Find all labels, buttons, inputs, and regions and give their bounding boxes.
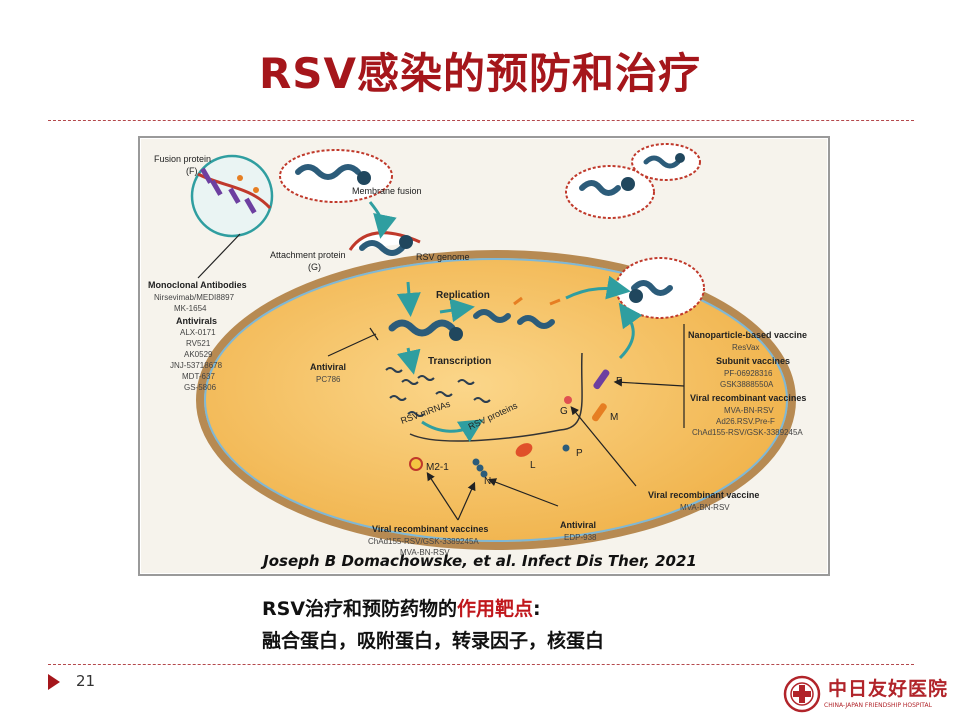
vrv-g-item: MVA-BN-RSV bbox=[680, 503, 730, 512]
label-replication: Replication bbox=[436, 290, 490, 301]
mrna-squiggles bbox=[385, 367, 491, 417]
replication-coil-2 bbox=[517, 315, 555, 329]
summary-highlight: 作用靶点 bbox=[457, 598, 534, 620]
nano-heading: Nanoparticle-based vaccine bbox=[688, 330, 807, 340]
virion-top bbox=[279, 149, 393, 203]
virion-right bbox=[565, 165, 655, 219]
summary-suffix: : bbox=[533, 598, 541, 620]
left-drug-panel: Monoclonal Antibodies Nirsevimab/MEDI889… bbox=[148, 280, 247, 392]
exit-virion bbox=[615, 257, 705, 319]
host-cell-membrane bbox=[204, 258, 788, 542]
antiviral-item: MDT-637 bbox=[182, 372, 215, 381]
label-protein-m: M bbox=[610, 412, 618, 423]
protein-n-shape-3 bbox=[480, 470, 488, 478]
footer-divider bbox=[48, 664, 914, 665]
viral-item: MVA-BN-RSV bbox=[724, 406, 774, 415]
genome-coil bbox=[388, 319, 456, 337]
nano-item: ResVax bbox=[732, 343, 759, 352]
antiviral-item: ALX-0171 bbox=[180, 328, 216, 337]
protein-g-shape bbox=[564, 396, 572, 404]
antiviral-pc-heading: Antiviral bbox=[310, 362, 346, 372]
label-protein-g: G bbox=[560, 406, 568, 417]
page-arrow-icon bbox=[48, 674, 60, 690]
citation: Joseph B Domachowske, et al. Infect Dis … bbox=[263, 552, 697, 570]
label-attachment-protein-abbr: (G) bbox=[308, 262, 321, 272]
logo-subtitle: CHINA-JAPAN FRIENDSHIP HOSPITAL bbox=[824, 702, 932, 709]
right-vaccine-panel: Nanoparticle-based vaccine ResVax Subuni… bbox=[688, 330, 807, 437]
protein-m-shape bbox=[591, 403, 607, 422]
viral-item: Ad26.RSV.Pre-F bbox=[716, 417, 775, 426]
logo-text: 中日友好医院 bbox=[828, 678, 949, 700]
entry-virion bbox=[348, 231, 421, 256]
mab-item: Nirsevimab/MEDI8897 bbox=[154, 293, 235, 302]
vrv-bottom-heading: Viral recombinant vaccines bbox=[372, 524, 488, 534]
vrv-bottom-item: ChAd155-RSV/GSK-3389245A bbox=[368, 537, 479, 546]
replication-coil-1 bbox=[473, 309, 511, 323]
viral-heading: Viral recombinant vaccines bbox=[690, 393, 806, 403]
label-attachment-protein: Attachment protein bbox=[270, 250, 346, 260]
antivirals-heading: Antivirals bbox=[176, 316, 217, 326]
antiviral-n-item: EDP-938 bbox=[564, 533, 597, 542]
vrv-bottom-item: MVA-BN-RSV bbox=[400, 548, 450, 557]
label-protein-f: F bbox=[616, 376, 622, 387]
title-divider bbox=[48, 120, 914, 121]
summary-prefix: RSV治疗和预防药物的 bbox=[262, 598, 458, 620]
protein-n-shape-1 bbox=[472, 458, 480, 466]
antiviral-item: JNJ-53718678 bbox=[170, 361, 223, 370]
antiviral-n-heading: Antiviral bbox=[560, 520, 596, 530]
genome-node bbox=[449, 327, 463, 341]
antiviral-pc-item: PC786 bbox=[316, 375, 341, 384]
label-protein-l: L bbox=[530, 460, 536, 471]
label-rsv-genome: RSV genome bbox=[416, 252, 470, 262]
fusion-zoom-circle bbox=[190, 154, 274, 238]
replication-tick-1 bbox=[513, 296, 523, 306]
virion-far-right bbox=[631, 143, 701, 181]
slide-title: RSV感染的预防和治疗 bbox=[258, 49, 702, 98]
label-protein-p: P bbox=[576, 448, 583, 459]
antiviral-item: GS-5806 bbox=[184, 383, 217, 392]
replication-tick-2 bbox=[549, 298, 561, 306]
summary-line-1: RSV治疗和预防药物的作用靶点: bbox=[262, 594, 541, 621]
subunit-item: GSK3888550A bbox=[720, 380, 774, 389]
pointer-lines bbox=[197, 233, 685, 521]
protein-n-shape-2 bbox=[476, 464, 484, 472]
hospital-emblem-icon bbox=[783, 675, 821, 713]
antiviral-item: RV521 bbox=[186, 339, 211, 348]
label-transcription: Transcription bbox=[428, 356, 491, 367]
rsv-diagram: Fusion protein (F) Membrane fusion Attac… bbox=[138, 136, 830, 576]
protein-f-shape bbox=[593, 369, 610, 390]
subunit-item: PF-06928316 bbox=[724, 369, 773, 378]
label-fusion-protein-abbr: (F) bbox=[186, 166, 198, 176]
protein-p-shape bbox=[562, 444, 570, 452]
mab-heading: Monoclonal Antibodies bbox=[148, 280, 247, 290]
rsv-diagram-svg: Fusion protein (F) Membrane fusion Attac… bbox=[141, 139, 827, 573]
protein-m21-shape bbox=[409, 457, 423, 471]
page-number: 21 bbox=[76, 672, 96, 690]
viral-item: ChAd155-RSV/GSK-3389245A bbox=[692, 428, 803, 437]
vrv-g-heading: Viral recombinant vaccine bbox=[648, 490, 759, 500]
protein-l-shape bbox=[515, 443, 533, 457]
hospital-logo: 中日友好医院 CHINA-JAPAN FRIENDSHIP HOSPITAL bbox=[782, 672, 947, 718]
label-protein-n: N bbox=[484, 476, 491, 487]
antiviral-item: AK0529 bbox=[184, 350, 213, 359]
subunit-heading: Subunit vaccines bbox=[716, 356, 790, 366]
host-cell bbox=[196, 250, 796, 550]
mab-item: MK-1654 bbox=[174, 304, 207, 313]
vesicle-line bbox=[409, 352, 583, 442]
label-protein-m21: M2-1 bbox=[426, 462, 449, 473]
label-fusion-protein: Fusion protein bbox=[154, 154, 211, 164]
flow-arrows bbox=[368, 201, 643, 443]
summary-line-2: 融合蛋白，吸附蛋白，转录因子，核蛋白 bbox=[262, 630, 605, 652]
label-membrane-fusion: Membrane fusion bbox=[352, 186, 422, 196]
